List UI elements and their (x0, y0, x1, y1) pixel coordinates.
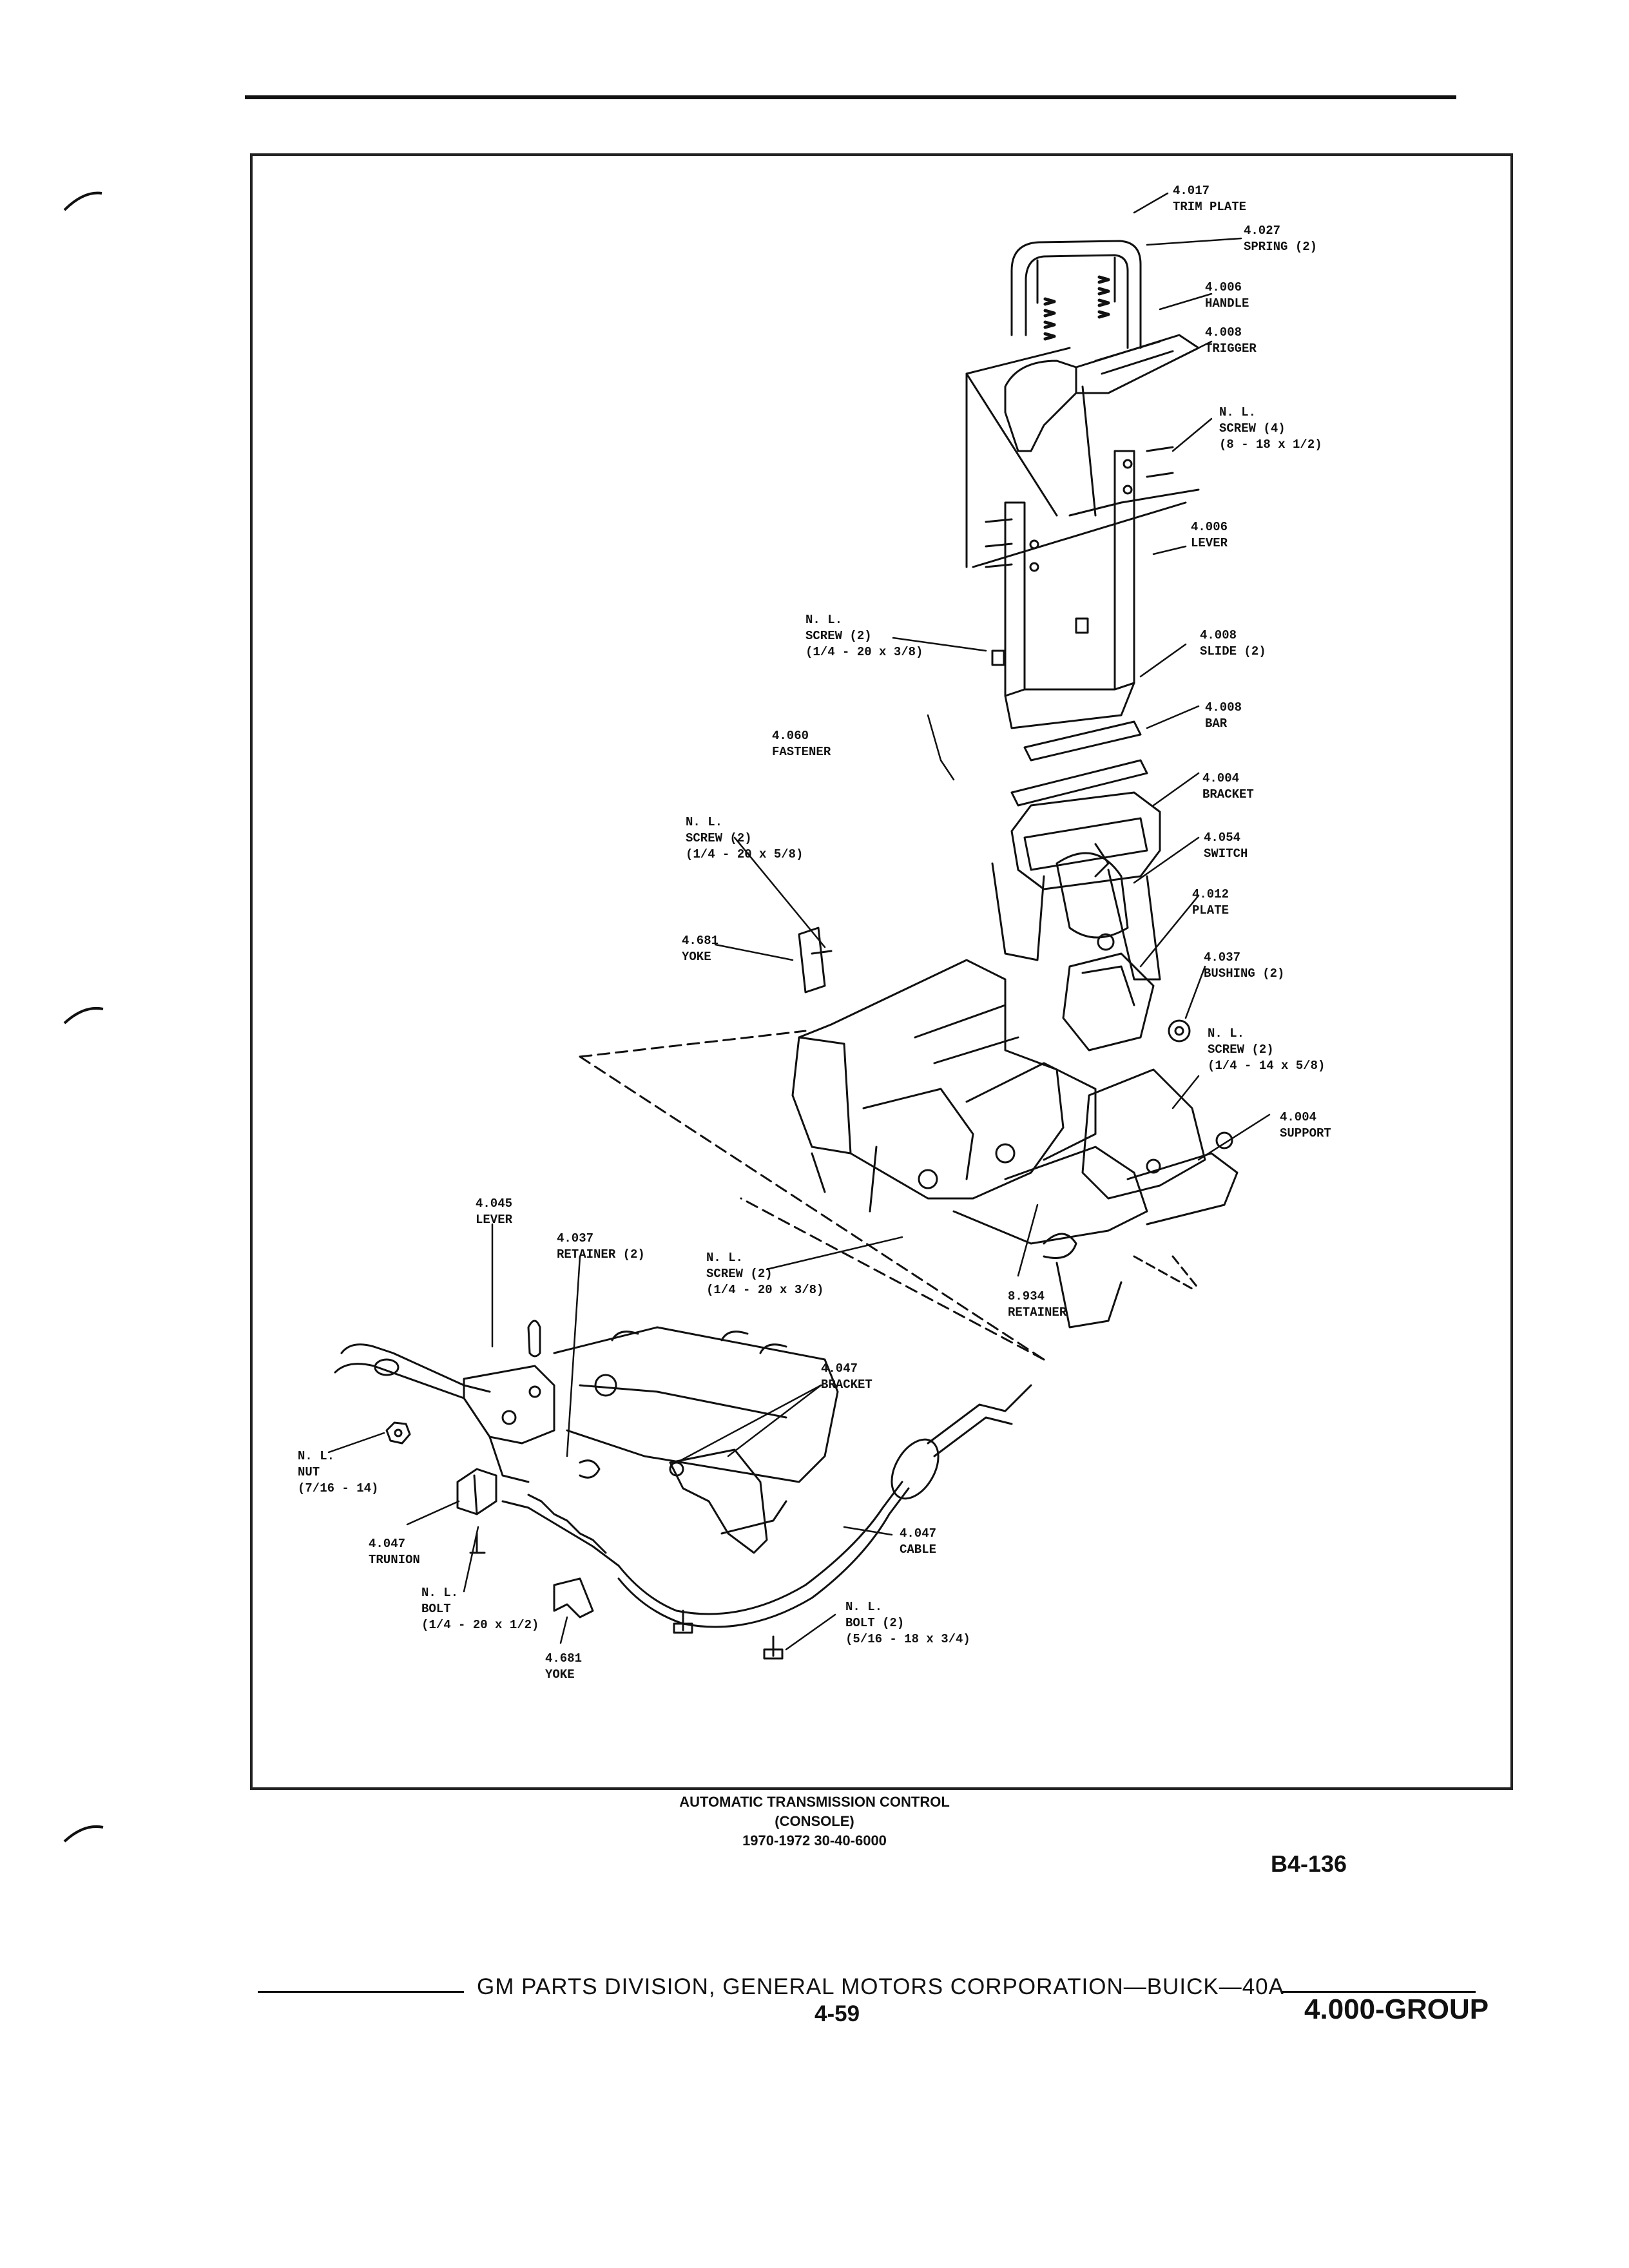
page-number: 4-59 (815, 2001, 860, 2026)
plate-part (1062, 952, 1155, 1052)
caption-subtitle: (CONSOLE) (775, 1813, 854, 1829)
group-label: 4.000-GROUP (1304, 1994, 1489, 2025)
label-cable: 4.047 CABLE (900, 1526, 937, 1557)
cable-part (501, 1384, 1032, 1628)
label-support: 4.004 SUPPORT (1280, 1110, 1331, 1140)
label-bar: 4.008 BAR (1205, 700, 1242, 731)
bushing-parts (1097, 933, 1191, 1043)
leader-lines (327, 192, 1271, 1651)
label-trim-plate: 4.017 TRIM PLATE (1173, 184, 1247, 214)
nut-part (385, 1421, 411, 1445)
trunion-part (456, 1468, 497, 1515)
label-lever-upper: 4.006 LEVER (1191, 520, 1228, 550)
yoke-upper-part (798, 927, 833, 994)
top-rule (245, 95, 1456, 99)
label-slide: 4.008 SLIDE (2) (1200, 628, 1266, 658)
caption-title: AUTOMATIC TRANSMISSION CONTROL (679, 1794, 950, 1810)
console-base-part (791, 959, 1148, 1245)
label-trunion: 4.047 TRUNION (369, 1537, 420, 1567)
trim-plate-part (1010, 240, 1142, 349)
label-retainer-2: 4.037 RETAINER (2) (557, 1231, 645, 1262)
label-bolt-2: N. L. BOLT (2) (5/16 - 18 x 3/4) (845, 1600, 970, 1646)
retainer-part (1043, 1233, 1123, 1329)
retainer-pin-part (527, 1320, 601, 1479)
label-screw-58: N. L. SCREW (2) (1/4 - 20 x 5/8) (686, 815, 804, 861)
label-lever-lower: 4.045 LEVER (476, 1196, 513, 1227)
label-switch: 4.054 SWITCH (1204, 831, 1248, 861)
label-screw-4: N. L. SCREW (4) (8 - 18 x 1/2) (1219, 405, 1322, 452)
label-bracket-upper: 4.004 BRACKET (1202, 771, 1254, 802)
handle-part (1004, 334, 1200, 452)
label-retainer-lower: 8.934 RETAINER (1008, 1289, 1067, 1320)
label-yoke-lower: 4.681 YOKE (545, 1651, 583, 1682)
diagram-frame (250, 153, 1513, 1790)
label-nut: N. L. NUT (7/16 - 14) (298, 1449, 379, 1495)
label-bushing: 4.037 BUSHING (2) (1204, 950, 1285, 981)
lever-lower-bracket (463, 1365, 555, 1483)
plate-number: B4-136 (1271, 1850, 1347, 1877)
bracket-upper-part (991, 791, 1161, 981)
switch-part (1055, 843, 1129, 939)
bracket-lower-part (669, 1448, 787, 1554)
lever-lower-part (334, 1343, 491, 1399)
label-bolt-lower: N. L. BOLT (1/4 - 20 x 1/2) (421, 1586, 539, 1632)
lever-part (1004, 450, 1135, 729)
label-handle: 4.006 HANDLE (1205, 280, 1249, 311)
label-bracket-lower: 4.047 BRACKET (821, 1361, 872, 1392)
spring-parts (1043, 275, 1110, 341)
caption-years: 1970-1972 30-40-6000 (742, 1832, 887, 1849)
footer-rule-left (258, 1991, 464, 1993)
footer-text: GM PARTS DIVISION, GENERAL MOTORS CORPOR… (477, 1974, 1284, 1999)
label-yoke-upper: 4.681 YOKE (682, 934, 719, 964)
label-spring: 4.027 SPRING (2) (1244, 224, 1318, 254)
footer-rule-right (1282, 1991, 1476, 1993)
screw-parts-upper (985, 446, 1174, 666)
support-part (1081, 1068, 1239, 1225)
label-plate: 4.012 PLATE (1192, 887, 1229, 918)
floor-panel-part (553, 1326, 839, 1483)
label-trigger: 4.008 TRIGGER (1205, 325, 1257, 356)
slide-bar-part (1010, 720, 1148, 807)
label-screw-38-lower: N. L. SCREW (2) (1/4 - 20 x 3/8) (706, 1251, 824, 1297)
yoke-lower-part (553, 1577, 594, 1619)
label-screw-upper: N. L. SCREW (2) (1/4 - 20 x 3/8) (805, 613, 923, 659)
label-screw-14: N. L. SCREW (2) (1/4 - 14 x 5/8) (1208, 1026, 1325, 1073)
label-fastener: 4.060 FASTENER (772, 729, 831, 759)
